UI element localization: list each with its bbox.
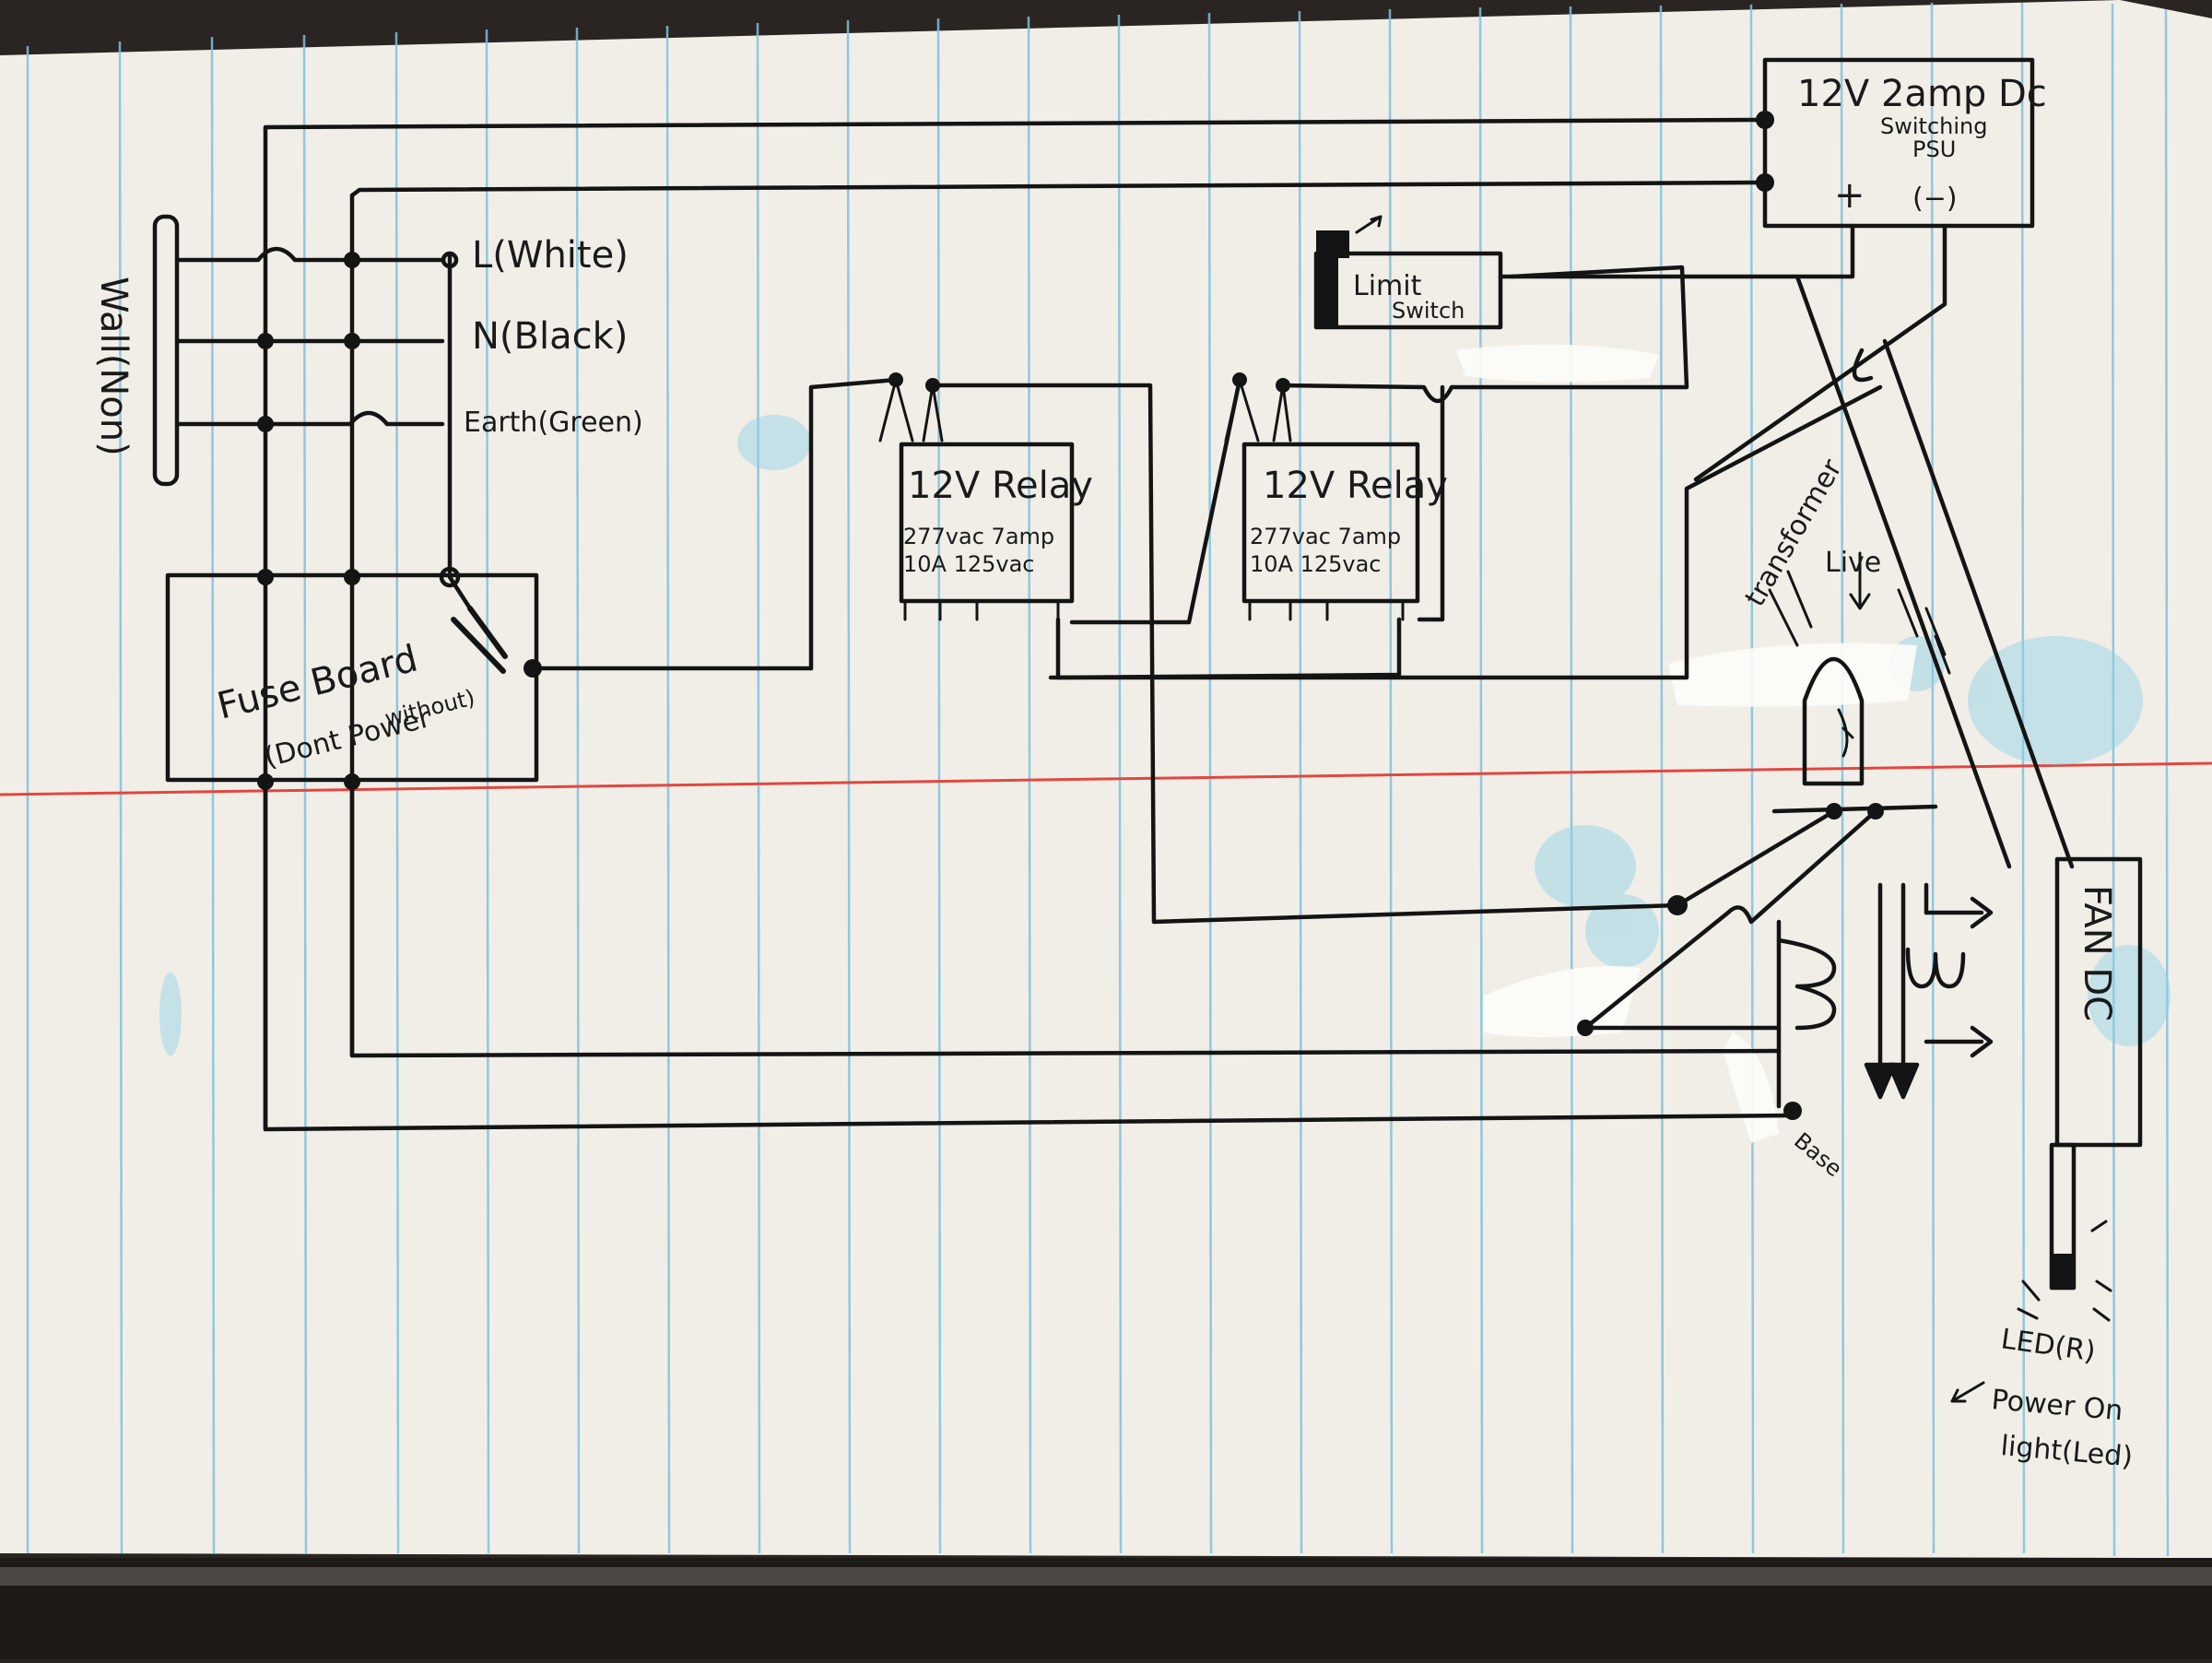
relay-2: 12V Relay 277vac 7amp 10A 125vac	[1224, 372, 1448, 621]
return-wires	[263, 779, 1795, 1132]
psu-plus: +	[1834, 174, 1865, 217]
transformer-line-2: Live	[1825, 547, 1881, 579]
relay-wiring	[808, 265, 1883, 925]
margin-line	[0, 761, 2212, 796]
whiteout-patches	[1456, 344, 1917, 1143]
psu-minus: (−)	[1912, 183, 1958, 215]
psu-line-2: Switching	[1880, 113, 1987, 139]
limit-switch-line-1: Limit	[1353, 270, 1422, 302]
psu-outputs	[1498, 223, 2075, 869]
relay-2-rating-2: 10A 125vac	[1250, 551, 1382, 577]
watercolor-stains	[159, 415, 2171, 1056]
psu-line-3: PSU	[1912, 136, 1956, 162]
fan-label: FAN DC	[2076, 885, 2118, 1021]
psu-line-1: 12V 2amp Dc	[1797, 73, 2047, 115]
psu: 12V 2amp Dc Switching PSU + (−)	[1762, 57, 2047, 229]
relay-1-rating-1: 277vac 7amp	[903, 524, 1054, 549]
relay-1: 12V Relay 277vac 7amp 10A 125vac	[878, 372, 1093, 621]
relay-1-rating-2: 10A 125vac	[903, 551, 1035, 577]
limit-switch: Limit Switch	[1313, 215, 1503, 330]
limit-switch-line-2: Switch	[1392, 298, 1465, 324]
neutral-wire-label: N(Black)	[472, 315, 628, 358]
relay-2-rating-1: 277vac 7amp	[1250, 524, 1401, 549]
relay-2-title: 12V Relay	[1263, 465, 1448, 507]
wall-outlet: Wall(Non)	[92, 214, 180, 487]
notebook-edge-shadow	[0, 1558, 2212, 1659]
live-wire-label: L(White)	[472, 234, 629, 277]
earth-wire-label: Earth(Green)	[464, 407, 643, 439]
transformer-coils	[1583, 808, 1994, 1109]
wall-outlet-label: Wall(Non)	[92, 277, 135, 456]
ruled-lines	[26, 2, 2170, 1557]
relay-1-title: 12V Relay	[908, 465, 1093, 507]
